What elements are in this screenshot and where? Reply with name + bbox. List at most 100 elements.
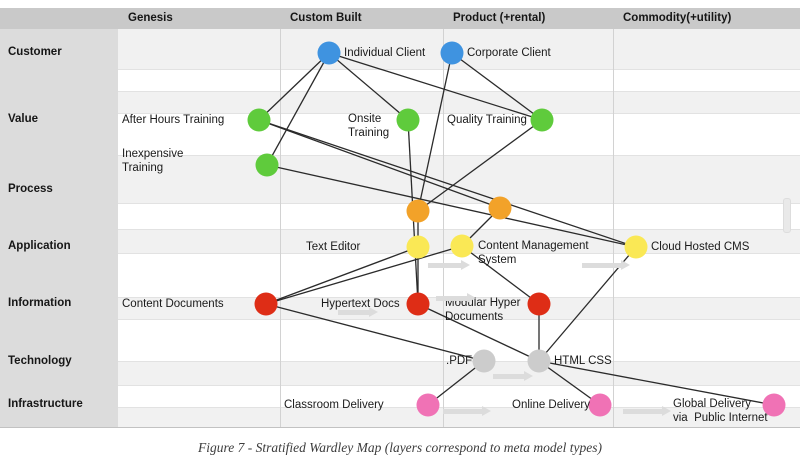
node-text-editor[interactable] bbox=[406, 235, 430, 259]
link-pdf-to-classroom-delivery bbox=[427, 360, 485, 406]
link-html-css-to-online-delivery bbox=[538, 360, 601, 406]
link-content-mgmt-system-to-content-documents bbox=[265, 245, 463, 305]
link-content-mgmt-system-to-modular-hyper-docs bbox=[461, 245, 540, 305]
layer-band bbox=[118, 297, 800, 319]
row-gridline bbox=[118, 113, 800, 114]
row-gridline bbox=[118, 69, 800, 70]
figure-caption: Figure 7 - Stratified Wardley Map (layer… bbox=[197, 440, 603, 455]
node-label-html-css: HTML CSS bbox=[554, 355, 612, 367]
layer-band bbox=[118, 253, 800, 297]
evolution-arrow-content-mgmt-system-to-cloud-hosted-cms bbox=[582, 260, 630, 271]
node-classroom-delivery[interactable] bbox=[416, 393, 440, 417]
evolution-arrow-text-editor-to-content-mgmt-system bbox=[428, 260, 470, 271]
link-text-editor-to-content-documents bbox=[265, 246, 419, 305]
node-label-hypertext-docs: Hypertext Docs bbox=[321, 298, 400, 310]
evolution-gridline bbox=[613, 29, 614, 428]
node-html-css[interactable] bbox=[527, 349, 551, 373]
node-label-classroom-delivery: Classroom Delivery bbox=[284, 399, 384, 411]
layer-label-value: Value bbox=[8, 113, 39, 125]
layer-band bbox=[118, 113, 800, 155]
row-gridline bbox=[118, 155, 800, 156]
node-hypertext-docs[interactable] bbox=[406, 292, 430, 316]
layer-label-application: Application bbox=[8, 240, 71, 252]
evolution-arrow-pdf-to-html-css bbox=[493, 371, 533, 382]
node-quality-training[interactable] bbox=[530, 108, 554, 132]
node-process-a[interactable] bbox=[406, 199, 430, 223]
layer-label-customer: Customer bbox=[8, 46, 62, 58]
link-corporate-client-to-quality-training bbox=[451, 52, 543, 121]
node-process-b[interactable] bbox=[488, 196, 512, 220]
evolution-arrow-content-documents-to-hypertext-docs bbox=[338, 307, 378, 318]
map-nodes bbox=[247, 41, 786, 417]
node-onsite-training[interactable] bbox=[396, 108, 420, 132]
node-label-onsite-training: Onsite Training bbox=[348, 113, 390, 139]
row-gridline bbox=[118, 319, 800, 320]
map-plot-area bbox=[118, 29, 800, 428]
arrow-head bbox=[621, 260, 630, 270]
arrow-shaft bbox=[338, 310, 369, 315]
node-modular-hyper-docs[interactable] bbox=[527, 292, 551, 316]
evolution-arrow-classroom-delivery-to-online-delivery bbox=[443, 406, 491, 417]
arrow-head bbox=[482, 406, 491, 416]
dependency-links bbox=[258, 52, 775, 406]
wardley-map: Genesis Custom Built Product (+rental) Comm… bbox=[0, 8, 800, 428]
arrow-head bbox=[662, 406, 671, 416]
arrow-shaft bbox=[582, 263, 621, 268]
link-quality-training-to-process-a bbox=[417, 119, 543, 212]
row-gridline bbox=[118, 361, 800, 362]
row-gridline bbox=[118, 407, 800, 408]
node-corporate-client[interactable] bbox=[440, 41, 464, 65]
map-bottom-border bbox=[0, 427, 800, 428]
arrow-head bbox=[461, 260, 470, 270]
scrollbar-thumb[interactable] bbox=[783, 198, 791, 233]
node-online-delivery[interactable] bbox=[588, 393, 612, 417]
evolution-arrow-online-delivery-to-global-delivery bbox=[623, 406, 671, 417]
arrow-head bbox=[369, 307, 378, 317]
evolution-stage-header-product-rental: Product (+rental) bbox=[453, 12, 546, 24]
link-hypertext-docs-to-html-css bbox=[417, 303, 540, 362]
evolution-arrow-hypertext-docs-to-modular-hyper-docs bbox=[436, 293, 476, 304]
link-after-hours-training-to-cloud-hosted-cms bbox=[258, 119, 637, 248]
link-individual-client-to-inexpensive-training bbox=[266, 52, 330, 166]
node-pdf[interactable] bbox=[472, 349, 496, 373]
layer-label-technology: Technology bbox=[8, 355, 72, 367]
node-inexpensive-training[interactable] bbox=[255, 153, 279, 177]
row-gridline bbox=[118, 203, 800, 204]
node-label-global-delivery: Global Delivery via Public Internet bbox=[673, 398, 768, 424]
node-label-cloud-hosted-cms: Cloud Hosted CMS bbox=[651, 241, 750, 253]
node-global-delivery[interactable] bbox=[762, 393, 786, 417]
row-gridline bbox=[118, 229, 800, 230]
node-label-individual-client: Individual Client bbox=[344, 47, 426, 59]
node-content-documents[interactable] bbox=[254, 292, 278, 316]
node-label-quality-training: Quality Training bbox=[447, 114, 527, 126]
node-label-text-editor: Text Editor bbox=[306, 241, 361, 253]
node-after-hours-training[interactable] bbox=[247, 108, 271, 132]
arrow-shaft bbox=[428, 263, 461, 268]
link-individual-client-to-quality-training bbox=[328, 52, 543, 121]
node-content-mgmt-system[interactable] bbox=[450, 234, 474, 258]
node-label-corporate-client: Corporate Client bbox=[467, 47, 551, 59]
row-gridline bbox=[118, 385, 800, 386]
evolution-gridline bbox=[280, 29, 281, 428]
arrow-shaft bbox=[493, 374, 524, 379]
layer-band bbox=[118, 69, 800, 91]
link-html-css-to-global-delivery bbox=[538, 360, 775, 406]
layer-band bbox=[118, 155, 800, 203]
row-gridline bbox=[118, 91, 800, 92]
arrow-shaft bbox=[436, 296, 467, 301]
node-cloud-hosted-cms[interactable] bbox=[624, 235, 648, 259]
arrow-shaft bbox=[443, 409, 482, 414]
evolution-gridline bbox=[443, 29, 444, 428]
layer-label-infrastructure: Infrastructure bbox=[8, 398, 83, 410]
arrow-head bbox=[524, 371, 533, 381]
evolution-stage-header-custom-built: Custom Built bbox=[290, 12, 362, 24]
evolution-stage-header-commodity-utility: Commodity(+utility) bbox=[623, 12, 732, 24]
node-individual-client[interactable] bbox=[317, 41, 341, 65]
link-corporate-client-to-process-a bbox=[417, 52, 453, 212]
map-overlay bbox=[247, 41, 786, 417]
evolution-stage-header-genesis: Genesis bbox=[128, 12, 173, 24]
node-label-online-delivery: Online Delivery bbox=[512, 399, 590, 411]
layer-label-information: Information bbox=[8, 297, 72, 309]
node-label-inexpensive-training: Inexpensive Training bbox=[122, 148, 184, 174]
link-after-hours-training-to-process-b bbox=[258, 119, 501, 209]
